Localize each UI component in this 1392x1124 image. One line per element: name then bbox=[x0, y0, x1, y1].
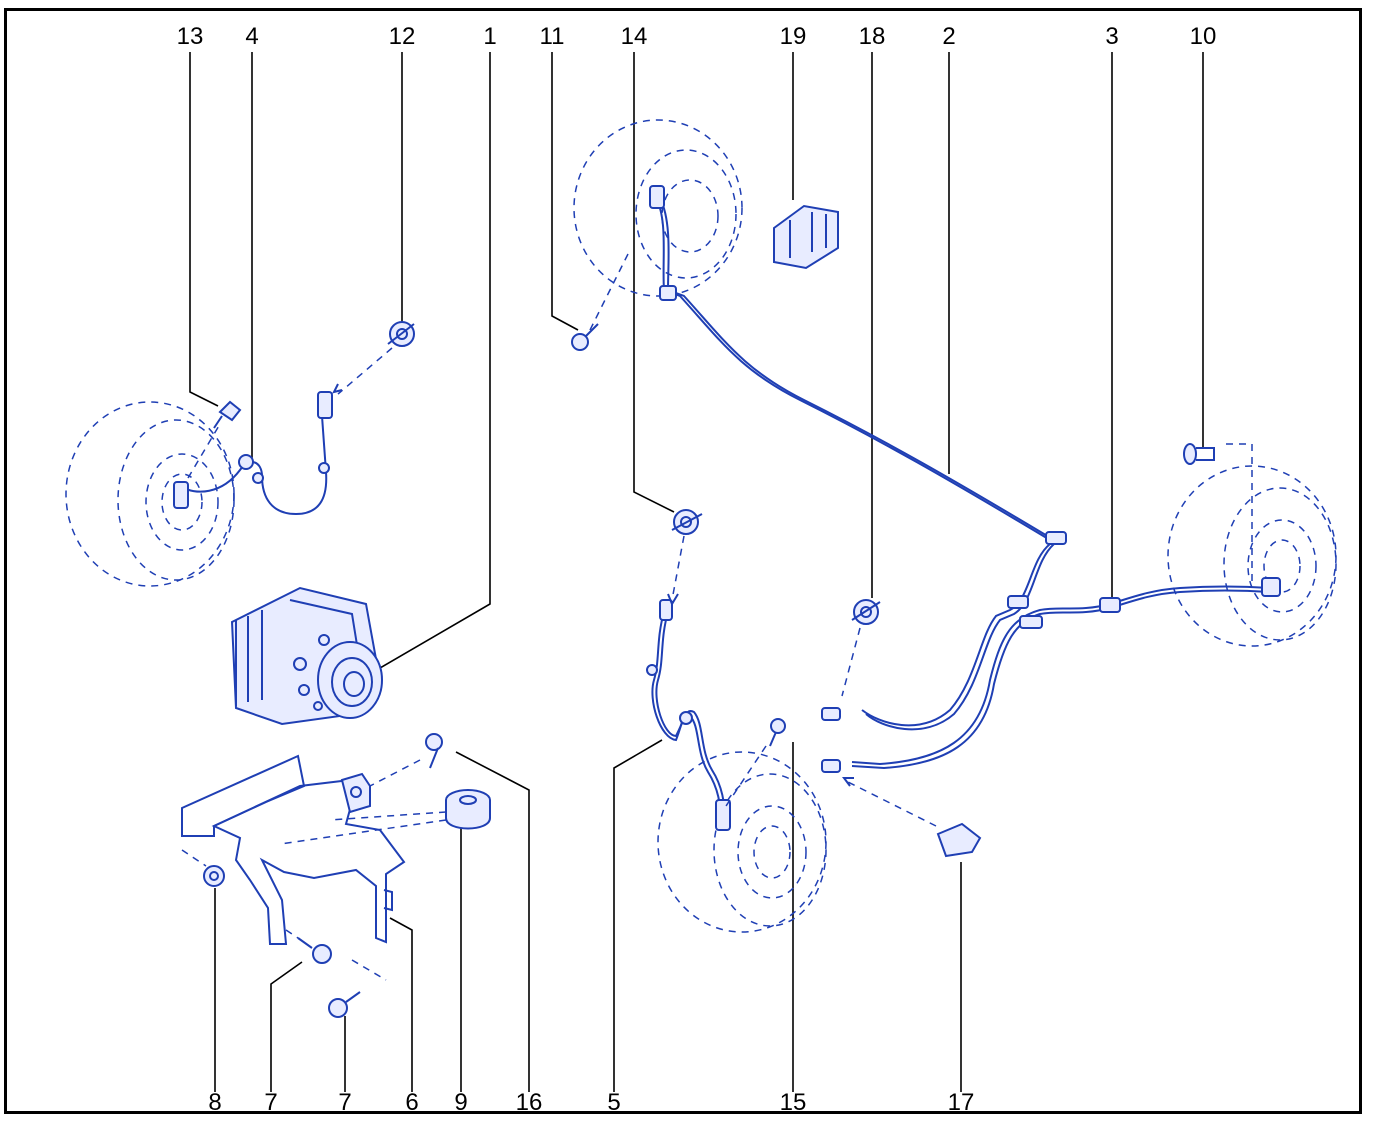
wheel-front-right bbox=[657, 751, 827, 933]
diagram-frame bbox=[4, 8, 1362, 1114]
callout-10: 10 bbox=[1190, 23, 1217, 50]
wheel-rear-right bbox=[1167, 465, 1337, 647]
callout-15: 15 bbox=[780, 1089, 807, 1116]
bolt-7b bbox=[328, 959, 387, 1018]
wheel-rear-left bbox=[573, 119, 743, 297]
callout-7b: 7 bbox=[338, 1089, 351, 1116]
rubber-mount-9 bbox=[279, 789, 491, 845]
clip-14 bbox=[667, 509, 703, 607]
screw-15 bbox=[769, 718, 786, 747]
callout-8: 8 bbox=[208, 1089, 221, 1116]
callout-13: 13 bbox=[177, 23, 204, 50]
screw-13 bbox=[213, 400, 242, 429]
callout-9: 9 bbox=[454, 1089, 467, 1116]
callout-12: 12 bbox=[389, 23, 416, 50]
screw-11 bbox=[571, 323, 599, 351]
callout-16: 16 bbox=[516, 1089, 543, 1116]
connector-holder-19 bbox=[773, 204, 839, 270]
bottom-callouts: 8 7 7 6 9 16 5 15 17 bbox=[208, 1089, 974, 1116]
front-left-sensor-harness bbox=[173, 391, 333, 516]
callout-19: 19 bbox=[780, 23, 807, 50]
nut-8 bbox=[181, 849, 225, 887]
leader-lines bbox=[189, 52, 1204, 1092]
abs-hydraulic-unit bbox=[230, 586, 383, 726]
screw-16 bbox=[369, 733, 443, 787]
callout-6: 6 bbox=[405, 1089, 418, 1116]
callout-11: 11 bbox=[540, 23, 565, 50]
callout-1: 1 bbox=[483, 23, 496, 50]
callout-4: 4 bbox=[245, 23, 258, 50]
callout-14: 14 bbox=[621, 23, 648, 50]
mounting-bracket-6 bbox=[181, 754, 406, 945]
callout-3: 3 bbox=[1105, 23, 1118, 50]
callout-2: 2 bbox=[942, 23, 955, 50]
rear-left-sensor-harness bbox=[587, 185, 1067, 731]
callout-17: 17 bbox=[948, 1089, 975, 1116]
callout-7a: 7 bbox=[264, 1089, 277, 1116]
top-callouts: 13 4 12 1 11 14 19 18 2 3 10 bbox=[177, 23, 1217, 50]
front-right-sensor-harness bbox=[646, 599, 767, 831]
screw-10 bbox=[1183, 443, 1215, 465]
callout-5: 5 bbox=[607, 1089, 620, 1116]
callout-18: 18 bbox=[859, 23, 886, 50]
rear-right-sensor-harness bbox=[851, 443, 1281, 770]
wheel-front-left bbox=[65, 401, 235, 587]
clip-12 bbox=[332, 321, 415, 395]
bolt-7a bbox=[285, 929, 332, 964]
clip-18 bbox=[821, 599, 881, 773]
clip-17 bbox=[842, 777, 982, 858]
